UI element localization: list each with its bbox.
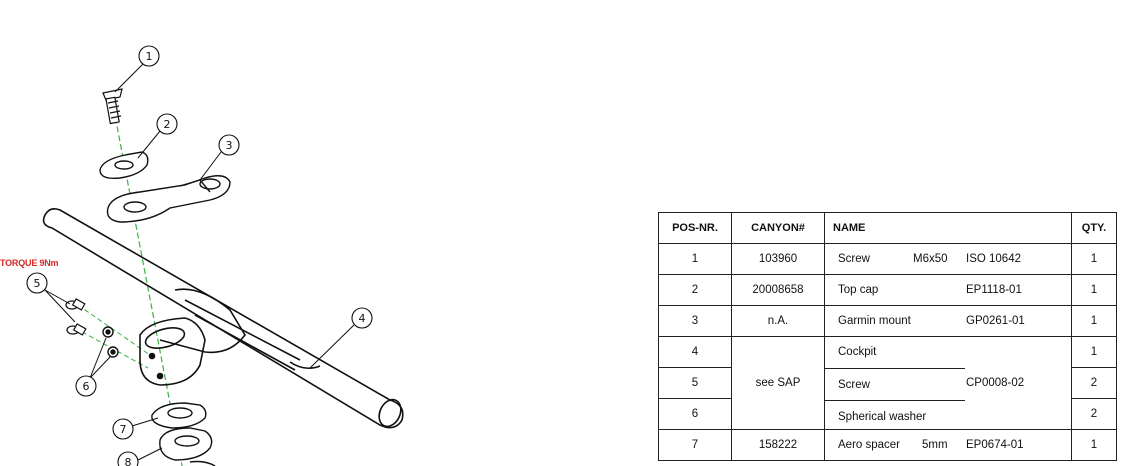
side-screws-part <box>65 298 87 336</box>
header-qty: QTY. <box>1071 212 1117 244</box>
torque-label: TORQUE 9Nm <box>0 258 59 268</box>
row-size: M6x50 <box>913 253 948 265</box>
row-name-cell: Screw M6x50 ISO 10642 <box>824 243 1072 275</box>
row-ref: ISO 10642 <box>966 253 1021 265</box>
row-pos: 7 <box>658 429 732 461</box>
header-canyon: CANYON# <box>731 212 825 244</box>
parts-table: POS-NR. CANYON# NAME QTY. 1 103960 Screw… <box>658 212 1117 461</box>
row-ref: EP1118-01 <box>966 284 1022 296</box>
row-qty: 1 <box>1071 336 1117 368</box>
svg-text:4: 4 <box>359 312 366 325</box>
table-header-row: POS-NR. CANYON# NAME QTY. <box>658 212 1117 244</box>
table-row: 7 158222 Aero spacer 5mm EP0674-01 1 <box>658 429 1117 461</box>
row-name: Garmin mount <box>838 315 911 327</box>
row-size: 5mm <box>922 439 948 451</box>
spacer-part <box>159 427 216 466</box>
merged-name-cell: Cockpit Screw Spherical washer CP0008-02 <box>824 336 1072 430</box>
row-name: Aero spacer <box>838 439 901 451</box>
svg-text:3: 3 <box>226 139 233 152</box>
row-pos: 4 <box>658 336 732 368</box>
table-row: 2 20008658 Top cap EP1118-01 1 <box>658 274 1117 306</box>
callout-1: 1 <box>138 45 160 67</box>
callout-3: 3 <box>218 134 240 156</box>
side-bolt-axis-upper <box>77 304 151 356</box>
svg-text:5: 5 <box>34 277 41 290</box>
row-name-cell: Garmin mount GP0261-01 <box>824 305 1072 337</box>
garmin-mount-part <box>106 175 231 223</box>
row-ref: EP0674-01 <box>966 439 1024 451</box>
leader-lines <box>44 63 355 461</box>
row-qty: 2 <box>1071 398 1117 430</box>
row-qty: 1 <box>1071 429 1117 461</box>
row-name: Screw <box>838 379 870 391</box>
table-row: 4 see SAP Cockpit Screw Spherical washer… <box>658 336 1117 430</box>
merged-canyon-cell: see SAP <box>731 336 825 430</box>
screw-part <box>102 88 123 125</box>
row-pos: 3 <box>658 305 732 337</box>
callout-4: 4 <box>351 307 373 329</box>
exploded-assembly-diagram: 1 2 3 4 5 6 7 8 <box>26 45 404 466</box>
callout-5: 5 <box>26 272 48 294</box>
table-row: 3 n.A. Garmin mount GP0261-01 1 <box>658 305 1117 337</box>
spherical-washers-part <box>102 326 119 358</box>
row-canyon: n.A. <box>731 305 825 337</box>
row-name-cell: Top cap EP1118-01 <box>824 274 1072 306</box>
header-pos: POS-NR. <box>658 212 732 244</box>
row-name: Top cap <box>838 284 879 296</box>
svg-text:8: 8 <box>125 456 132 466</box>
svg-text:7: 7 <box>120 423 127 436</box>
name-divider <box>825 400 965 401</box>
row-name: Cockpit <box>838 346 877 358</box>
callout-7: 7 <box>112 418 134 440</box>
row-canyon: 158222 <box>731 429 825 461</box>
row-name: Spherical washer <box>838 411 927 423</box>
merged-ref: CP0008-02 <box>966 377 1025 389</box>
row-qty: 1 <box>1071 243 1117 275</box>
row-canyon: 20008658 <box>731 274 825 306</box>
callout-8: 8 <box>117 451 139 466</box>
table-row: 1 103960 Screw M6x50 ISO 10642 1 <box>658 243 1117 275</box>
row-pos: 6 <box>658 398 732 430</box>
top-cap-part <box>99 151 149 180</box>
aero-spacer-part <box>151 402 207 429</box>
row-qty: 2 <box>1071 367 1117 399</box>
svg-text:2: 2 <box>164 118 171 131</box>
row-name-cell: Aero spacer 5mm EP0674-01 <box>824 429 1072 461</box>
header-name: NAME <box>824 212 1072 244</box>
row-pos: 1 <box>658 243 732 275</box>
svg-text:6: 6 <box>83 380 90 393</box>
name-divider <box>825 368 965 369</box>
row-ref: GP0261-01 <box>966 315 1025 327</box>
callout-2: 2 <box>156 113 178 135</box>
row-pos: 5 <box>658 367 732 399</box>
row-qty: 1 <box>1071 274 1117 306</box>
row-canyon: 103960 <box>731 243 825 275</box>
row-name: Screw <box>838 253 870 265</box>
row-pos: 2 <box>658 274 732 306</box>
cockpit-part <box>42 208 404 429</box>
row-qty: 1 <box>1071 305 1117 337</box>
callout-6: 6 <box>75 375 97 397</box>
svg-text:1: 1 <box>146 50 153 63</box>
